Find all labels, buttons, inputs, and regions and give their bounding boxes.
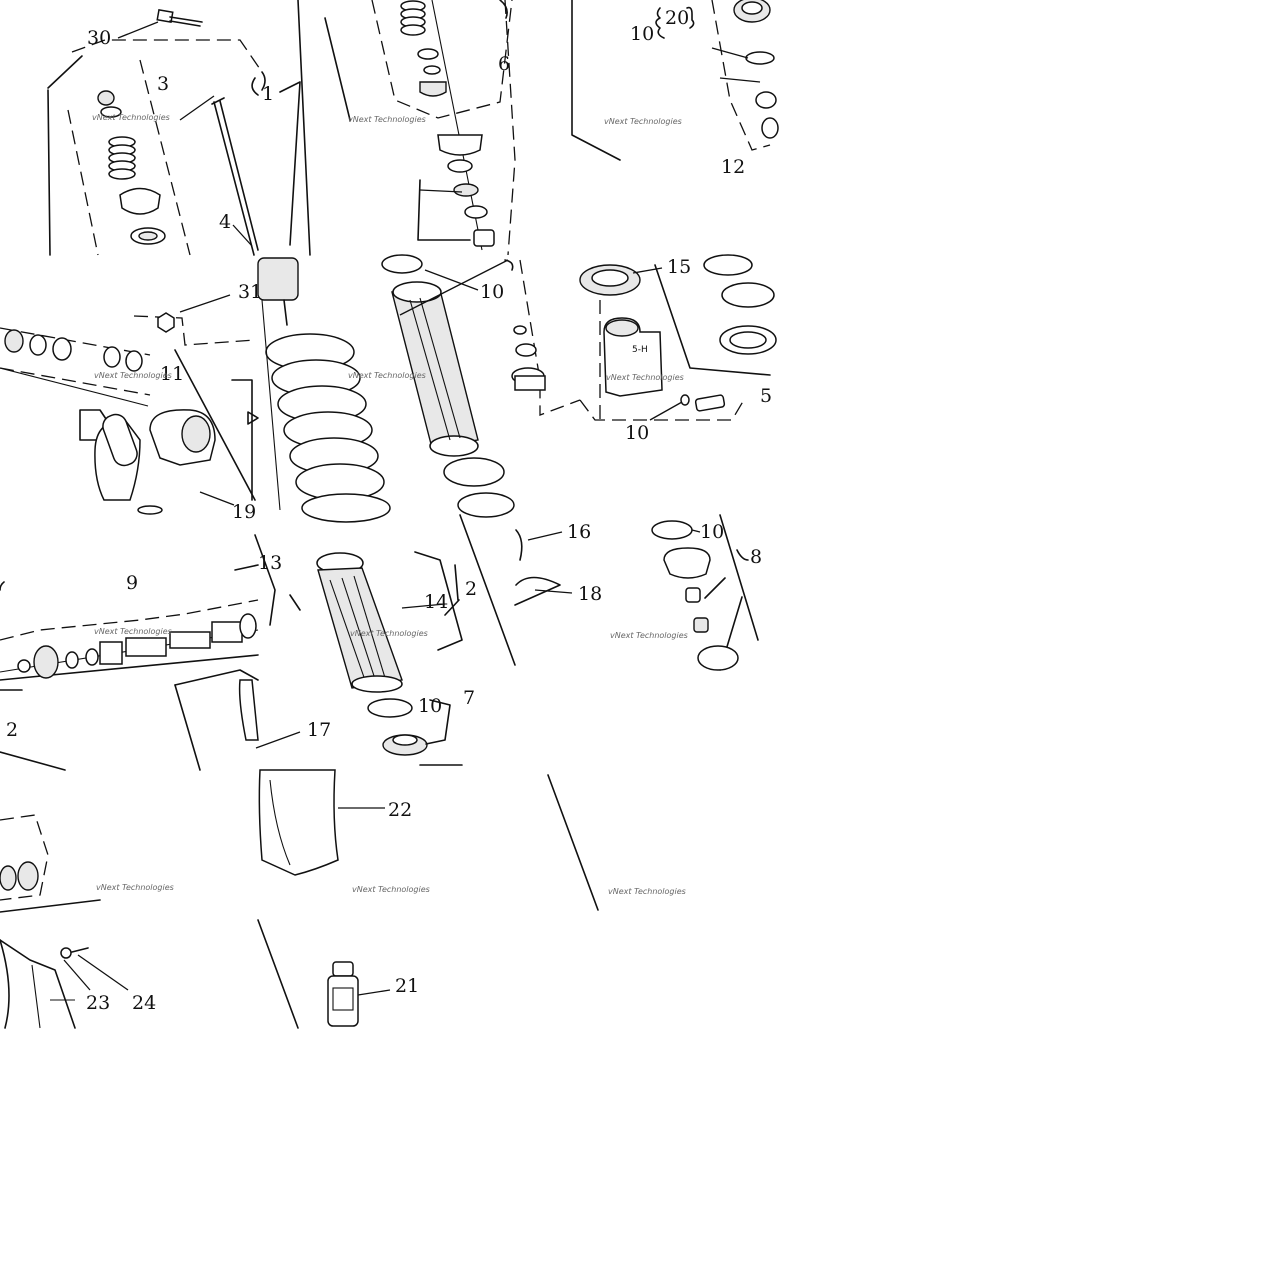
watermark-9: vNext Technologies — [610, 631, 688, 640]
clip-ring-part — [119, 187, 161, 215]
pulley-set-part — [0, 861, 39, 891]
fender-22-part — [257, 769, 385, 1029]
part-group-damper-row — [0, 534, 301, 771]
nut-rings-part — [703, 254, 777, 355]
boot-14-part — [316, 514, 516, 766]
callout-9: 9 — [126, 572, 138, 594]
spring-main-part — [257, 257, 391, 523]
watermark-5: vNext Technologies — [348, 371, 426, 380]
callout-10-top: 10 — [630, 23, 654, 45]
callout-23: 23 — [86, 992, 110, 1014]
washer-part — [97, 90, 115, 106]
callout-19: 19 — [232, 501, 256, 523]
watermark-10: vNext Technologies — [96, 883, 174, 892]
frame-line — [547, 774, 599, 911]
callout-10-valve: 10 — [625, 422, 649, 444]
part-group-top-left — [47, 8, 301, 256]
callout-5: 5 — [760, 385, 772, 407]
callout-21: 21 — [395, 975, 419, 997]
callout-1: 1 — [262, 83, 274, 105]
watermarks: vNext Technologies vNext Technologies vN… — [92, 113, 688, 896]
bolt-30-part — [156, 8, 203, 27]
watermark-12: vNext Technologies — [608, 887, 686, 896]
part-group-top-right — [571, 0, 779, 161]
callout-17: 17 — [307, 719, 331, 741]
reservoir-body-part — [381, 254, 515, 518]
watermark-8: vNext Technologies — [350, 629, 428, 638]
watermark-6: vNext Technologies — [606, 373, 684, 382]
callout-31: 31 — [238, 281, 262, 303]
watermark-11: vNext Technologies — [352, 885, 430, 894]
clevis-part — [149, 409, 216, 466]
callout-15: 15 — [667, 256, 691, 278]
callout-10-bumpstop: 10 — [418, 695, 442, 717]
part-group-bottom-left — [0, 814, 129, 1029]
callout-7: 7 — [463, 687, 475, 709]
callout-18: 18 — [578, 583, 602, 605]
nut-31-part — [157, 312, 175, 333]
small-spring-part — [108, 136, 136, 180]
callout-13: 13 — [258, 552, 282, 574]
watermark-3: vNext Technologies — [604, 117, 682, 126]
callout-16: 16 — [567, 521, 591, 543]
cap-8-part — [663, 547, 711, 633]
callout-4: 4 — [219, 211, 231, 233]
callout-3: 3 — [157, 73, 169, 95]
callout-12: 12 — [721, 156, 745, 178]
valve-body-5-part: 5-H — [603, 317, 663, 397]
callout-20: 20 — [665, 7, 689, 29]
callout-labels: 30 3 1 4 6 10 20 12 31 11 19 10 15 5 10 … — [6, 7, 772, 1014]
seal-set-part — [4, 329, 143, 372]
part-group-mid-right: 5-H — [511, 254, 777, 421]
bump-stop-7-part — [367, 698, 428, 756]
watermark-4: vNext Technologies — [94, 371, 172, 380]
watermark-2: vNext Technologies — [348, 115, 426, 124]
callout-8: 8 — [750, 546, 762, 568]
watermark-1: vNext Technologies — [92, 113, 170, 122]
callout-14: 14 — [424, 591, 448, 613]
part-group-row3-right — [514, 514, 759, 671]
callout-2-boot: 2 — [465, 578, 477, 600]
callout-6: 6 — [498, 53, 510, 75]
oil-bottle-21-part — [327, 961, 391, 1027]
callout-11: 11 — [160, 363, 184, 385]
valve-spring-part — [400, 0, 426, 36]
callout-22: 22 — [388, 799, 412, 821]
callout-2-left: 2 — [6, 719, 18, 741]
callout-10-reservoir: 10 — [480, 281, 504, 303]
callout-30: 30 — [87, 27, 111, 49]
callout-10-cap: 10 — [700, 521, 724, 543]
damper-assembly-9-part — [0, 613, 259, 679]
svg-text:5-H: 5-H — [632, 345, 648, 355]
callout-24: 24 — [132, 992, 156, 1014]
part-group-mid-left — [0, 294, 259, 515]
part-group-top-center — [297, 0, 516, 256]
watermark-7: vNext Technologies — [94, 627, 172, 636]
eye-mount-part — [94, 413, 141, 501]
